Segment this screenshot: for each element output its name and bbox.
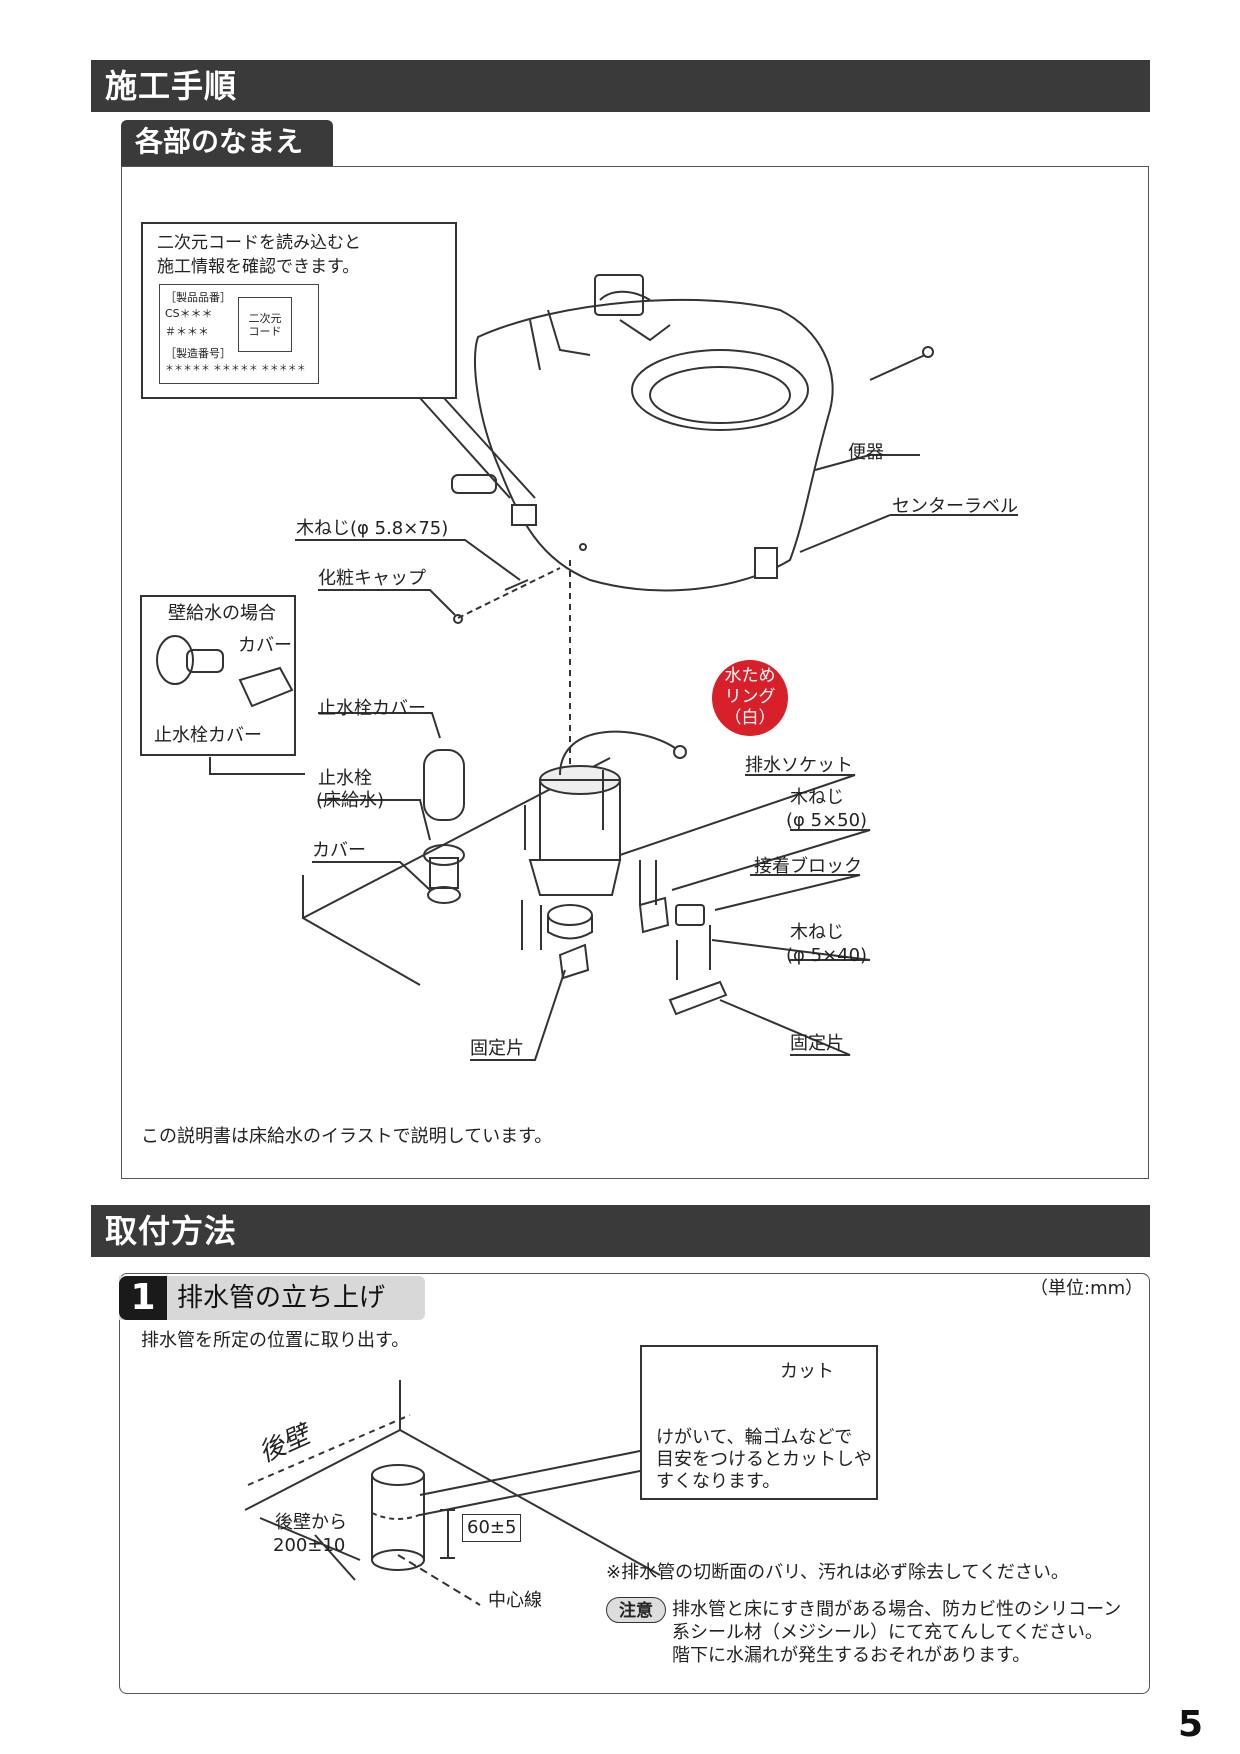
unit-note: （単位:mm） bbox=[1030, 1278, 1144, 1299]
burr-note: ※排水管の切断面のバリ、汚れは必ず除去してください。 bbox=[606, 1562, 1069, 1583]
qr-info-box: 二次元コードを読み込むと 施工情報を確認できます。 ［製品品番］ CS＊＊＊ ＃… bbox=[141, 222, 457, 399]
caution-line1: 排水管と床にすき間がある場合、防カビ性のシリコーン bbox=[672, 1599, 1122, 1620]
qr-note-line2: 施工情報を確認できます。 bbox=[157, 257, 360, 277]
callout-wood-screw-50-line2: (φ 5×50) bbox=[786, 810, 868, 831]
callout-wood-screw-40-line1: 木ねじ bbox=[790, 922, 844, 943]
qr-note-line1: 二次元コードを読み込むと bbox=[157, 233, 361, 253]
step1-instruction: 排水管を所定の位置に取り出す。 bbox=[141, 1330, 410, 1351]
wall-supply-box: 壁給水の場合 カバー 止水栓カバー bbox=[140, 595, 296, 756]
center-line-label: 中心線 bbox=[488, 1590, 542, 1611]
code-box: 二次元 コード bbox=[238, 297, 292, 352]
product-no-label: ［製品品番］ bbox=[165, 291, 231, 304]
parts-tab-title: 各部のなまえ bbox=[135, 125, 304, 158]
cut-note-line3: すくなります。 bbox=[656, 1471, 781, 1492]
cut-note-line2: 目安をつけるとカットしや bbox=[656, 1449, 872, 1470]
step1-tab: 1 排水管の立ち上げ bbox=[119, 1276, 425, 1320]
step1-frame bbox=[119, 1273, 1150, 1694]
serial-label: ［製造番号］ bbox=[165, 347, 231, 360]
section-title: 施工手順 bbox=[105, 67, 238, 105]
cut-tip-box: カット けがいて、輪ゴムなどで 目安をつけるとカットしや すくなります。 bbox=[640, 1345, 878, 1500]
product-label-card: ［製品品番］ CS＊＊＊ ＃＊＊＊ ［製造番号］ ＊＊＊＊＊ ＊＊＊＊＊ ＊＊＊… bbox=[159, 284, 319, 384]
cut-note-line1: けがいて、輪ゴムなどで bbox=[656, 1427, 853, 1448]
cut-label: カット bbox=[780, 1361, 834, 1382]
wall-supply-title: 壁給水の場合 bbox=[168, 603, 276, 624]
callout-valve-cover: 止水栓カバー bbox=[318, 698, 426, 719]
callout-center-label: センターラベル bbox=[892, 496, 1018, 517]
callout-wood-screw-40-line2: (φ 5×40) bbox=[786, 945, 868, 966]
parts-frame bbox=[121, 166, 1149, 1179]
caution-line2: 系シール材（メジシール）にて充てんしてください。 bbox=[672, 1622, 1103, 1643]
callout-cover: カバー bbox=[312, 840, 366, 861]
product-line2: ＃＊＊＊ bbox=[165, 325, 209, 338]
callout-bowl: 便器 bbox=[848, 442, 884, 463]
callout-adhesive-block: 接着ブロック bbox=[754, 856, 862, 877]
callout-valve-line1: 止水栓 bbox=[318, 768, 372, 789]
parts-tab: 各部のなまえ bbox=[121, 120, 333, 166]
serial-value: ＊＊＊＊＊ ＊＊＊＊＊ ＊＊＊＊＊ bbox=[165, 364, 306, 374]
ring-line2: リング bbox=[724, 687, 776, 707]
callout-decor-cap: 化粧キャップ bbox=[318, 568, 426, 589]
section-title: 取付方法 bbox=[105, 1212, 238, 1250]
callout-wood-screw-50-line1: 木ねじ bbox=[790, 787, 844, 808]
code-box-label: 二次元 コード bbox=[248, 312, 282, 338]
page-number: 5 bbox=[1178, 1704, 1204, 1745]
callout-fixing-piece-right: 固定片 bbox=[790, 1033, 844, 1054]
caution-badge: 注意 bbox=[606, 1597, 666, 1623]
callout-valve-line2: (床給水) bbox=[316, 790, 385, 811]
wall-valve-cover-label: 止水栓カバー bbox=[154, 725, 262, 746]
product-line1: CS＊＊＊ bbox=[165, 307, 213, 320]
distance-line1: 後壁から bbox=[275, 1512, 347, 1533]
distance-line2: 200±10 bbox=[273, 1535, 346, 1556]
callout-fixing-piece-left: 固定片 bbox=[470, 1038, 524, 1059]
parts-footnote: この説明書は床給水のイラストで説明しています。 bbox=[141, 1126, 553, 1147]
callout-drain-socket: 排水ソケット bbox=[745, 755, 853, 776]
ring-line1: 水ため bbox=[724, 666, 776, 686]
ring-line3: （白） bbox=[724, 708, 776, 728]
step-title: 排水管の立ち上げ bbox=[177, 1283, 386, 1313]
section-header-procedure: 施工手順 bbox=[91, 60, 1150, 112]
step-number: 1 bbox=[119, 1276, 167, 1320]
callout-wood-screw-75: 木ねじ(φ 5.8×75) bbox=[296, 518, 449, 539]
section-header-install: 取付方法 bbox=[91, 1205, 1150, 1257]
wall-cover-label: カバー bbox=[238, 635, 292, 656]
ring-bubble: 水ため リング （白） bbox=[712, 660, 788, 736]
height-dimension: 60±5 bbox=[462, 1514, 522, 1542]
caution-line3: 階下に水漏れが発生するおそれがあります。 bbox=[672, 1645, 1031, 1666]
